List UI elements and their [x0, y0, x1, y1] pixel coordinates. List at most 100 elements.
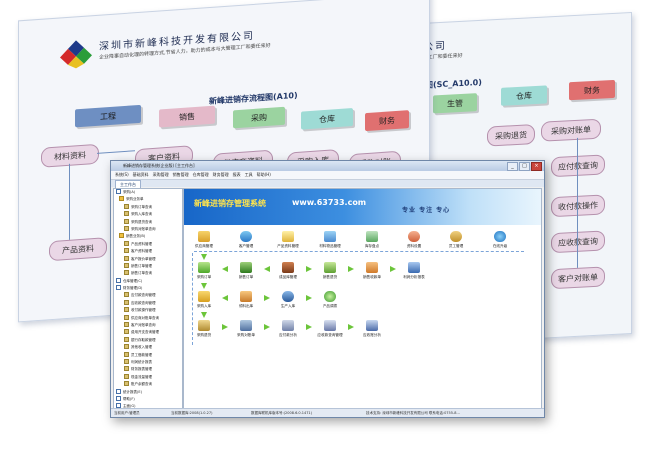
- flow-arrow-right: [390, 266, 396, 272]
- material-out-icon[interactable]: [240, 291, 252, 302]
- close-button[interactable]: ×: [531, 162, 542, 171]
- sidebar-item[interactable]: 现金流量管理: [114, 373, 182, 381]
- purchase-order-icon[interactable]: [198, 262, 210, 273]
- staff-management-icon[interactable]: [450, 231, 462, 242]
- settings-icon[interactable]: [408, 231, 420, 242]
- divider: [192, 253, 193, 345]
- window-titlebar[interactable]: 新峰进销存管理系统(企业版) [主工作台] _ □ ×: [111, 161, 544, 171]
- purchase-in-icon[interactable]: [198, 291, 210, 302]
- sidebar-item-label: 采购(A): [123, 190, 136, 194]
- sales-order-icon[interactable]: [240, 262, 252, 273]
- flow-arrow-right: [306, 324, 312, 330]
- sidebar-item[interactable]: 利润统计报表: [114, 358, 182, 366]
- sidebar-item[interactable]: 员工借款管理: [114, 351, 182, 359]
- sidebar-tree: 采购(A) 采购业务单采购订单查询采购入库查询采购退货查询采购对账单查询销售业务(…: [113, 188, 183, 409]
- icon-label: 产品调拨: [322, 304, 338, 308]
- product-transfer-icon[interactable]: [324, 291, 336, 302]
- icon-label: 销售退货: [322, 275, 338, 279]
- sidebar-item[interactable]: 费用开支查询管理: [114, 329, 182, 336]
- sidebar-item[interactable]: 帮助(F): [114, 395, 182, 403]
- menu-reports[interactable]: 报表: [232, 172, 241, 177]
- sidebar-item[interactable]: 客户报价单管理: [114, 255, 182, 263]
- production-in-icon[interactable]: [282, 291, 294, 302]
- payable-analysis-icon[interactable]: [282, 320, 294, 331]
- sidebar-item-label: 客户对账单查询: [131, 323, 156, 328]
- minimize-button[interactable]: _: [507, 162, 518, 171]
- flow-arrow-right: [348, 266, 354, 272]
- sidebar-item[interactable]: 应付款查询管理: [114, 292, 182, 299]
- sidebar-item[interactable]: 采购退货查询: [114, 218, 182, 226]
- sidebar-item[interactable]: 财务报表管理: [114, 366, 182, 373]
- receivable-analysis-icon[interactable]: [366, 320, 378, 331]
- icon-label: 应收款查询管理: [317, 333, 343, 337]
- menu-tools[interactable]: 工具: [244, 172, 253, 177]
- banner-url: www.63733.com: [292, 198, 367, 207]
- sidebar-item[interactable]: 产品资料管理: [114, 240, 182, 248]
- sidebar-item-label: 员工借款管理: [131, 352, 152, 357]
- menu-finance[interactable]: 财务管理: [212, 172, 229, 177]
- icon-label: 采购订单: [196, 275, 212, 279]
- folder-icon: [116, 395, 121, 401]
- supplier-management-icon[interactable]: [198, 231, 210, 242]
- sidebar-item-label: 应收款查询管理: [131, 300, 156, 305]
- banner: 新峰进销存管理系统 www.63733.com 专业 专注 专心: [184, 189, 541, 225]
- sales-receipt-icon[interactable]: [366, 262, 378, 273]
- sidebar-item[interactable]: 客户资料管理: [114, 248, 182, 255]
- online-upgrade-icon[interactable]: [494, 231, 506, 242]
- sales-return-icon[interactable]: [324, 262, 336, 273]
- folder-icon: [116, 285, 121, 291]
- sidebar-item-label: 主面(G): [123, 404, 136, 409]
- material-management-icon[interactable]: [324, 231, 336, 242]
- document-icon: [124, 322, 129, 328]
- flow-title-left: 新峰进销存流程图(A10): [209, 90, 298, 107]
- node-customer-statement: 客户对账单: [551, 266, 605, 290]
- sidebar-item[interactable]: 统计报表(E): [114, 388, 182, 396]
- product-data-icon[interactable]: [282, 231, 294, 242]
- menu-sales[interactable]: 销售管理: [172, 172, 189, 177]
- menu-warehouse[interactable]: 仓库管理: [192, 172, 209, 177]
- sidebar-item[interactable]: 银行存取款管理: [114, 336, 182, 344]
- menu-purchase[interactable]: 采购管理: [152, 172, 169, 177]
- profit-report-icon[interactable]: [408, 262, 420, 273]
- tab-main-workbench[interactable]: 主工作台: [115, 180, 141, 188]
- purchase-statement-icon[interactable]: [240, 320, 252, 331]
- sidebar-item[interactable]: 采购入库查询: [114, 211, 182, 218]
- sidebar-item[interactable]: 财务管理(D): [114, 285, 182, 292]
- sidebar-item[interactable]: 仓库管理(C): [114, 277, 182, 285]
- sidebar-item[interactable]: 收付款操作管理: [114, 307, 182, 314]
- sidebar-item[interactable]: 供应商对账单查询: [114, 314, 182, 322]
- sidebar-item[interactable]: 其他收入管理: [114, 344, 182, 351]
- sidebar-item[interactable]: 账户余额查询: [114, 381, 182, 388]
- sidebar-item-label: 费用开支查询管理: [131, 330, 159, 335]
- menu-system[interactable]: 系统(S): [115, 172, 129, 177]
- sidebar-item[interactable]: 主面(G): [114, 403, 182, 409]
- menu-basic-data[interactable]: 基础资料: [132, 172, 149, 177]
- sidebar-item[interactable]: 采购订单查询: [114, 203, 182, 211]
- sidebar-item[interactable]: 销售业务(B): [114, 233, 182, 240]
- document-icon: [124, 336, 129, 342]
- flow-arrow-down: [201, 312, 207, 318]
- sidebar-item[interactable]: 应收款查询管理: [114, 299, 182, 307]
- flow-arrow-left: [222, 295, 228, 301]
- sidebar-item[interactable]: 采购对账单查询: [114, 225, 182, 233]
- sidebar-item[interactable]: 采购(A): [114, 189, 182, 196]
- receivable-query-icon[interactable]: [324, 320, 336, 331]
- customer-management-icon[interactable]: [240, 231, 252, 242]
- flow-arrow-right: [264, 295, 270, 301]
- banner-title: 新峰进销存管理系统: [194, 199, 266, 208]
- document-icon: [124, 351, 129, 357]
- document-icon: [124, 225, 129, 231]
- sidebar-item[interactable]: 客户对账单查询: [114, 322, 182, 329]
- sidebar-item[interactable]: 采购业务单: [114, 196, 182, 203]
- flow-arrow-right: [306, 266, 312, 272]
- document-icon: [124, 270, 129, 276]
- menu-help[interactable]: 帮助(H): [256, 172, 271, 177]
- sidebar-item[interactable]: 销售订单查询: [114, 270, 182, 277]
- maximize-button[interactable]: □: [519, 162, 530, 171]
- inventory-check-icon[interactable]: [366, 231, 378, 242]
- folder-icon: [119, 233, 124, 239]
- purchase-return-icon[interactable]: [198, 320, 210, 331]
- sidebar-item[interactable]: 销售订单管理: [114, 262, 182, 270]
- module-finance-left: 财务: [365, 110, 409, 132]
- finished-goods-icon[interactable]: [282, 262, 294, 273]
